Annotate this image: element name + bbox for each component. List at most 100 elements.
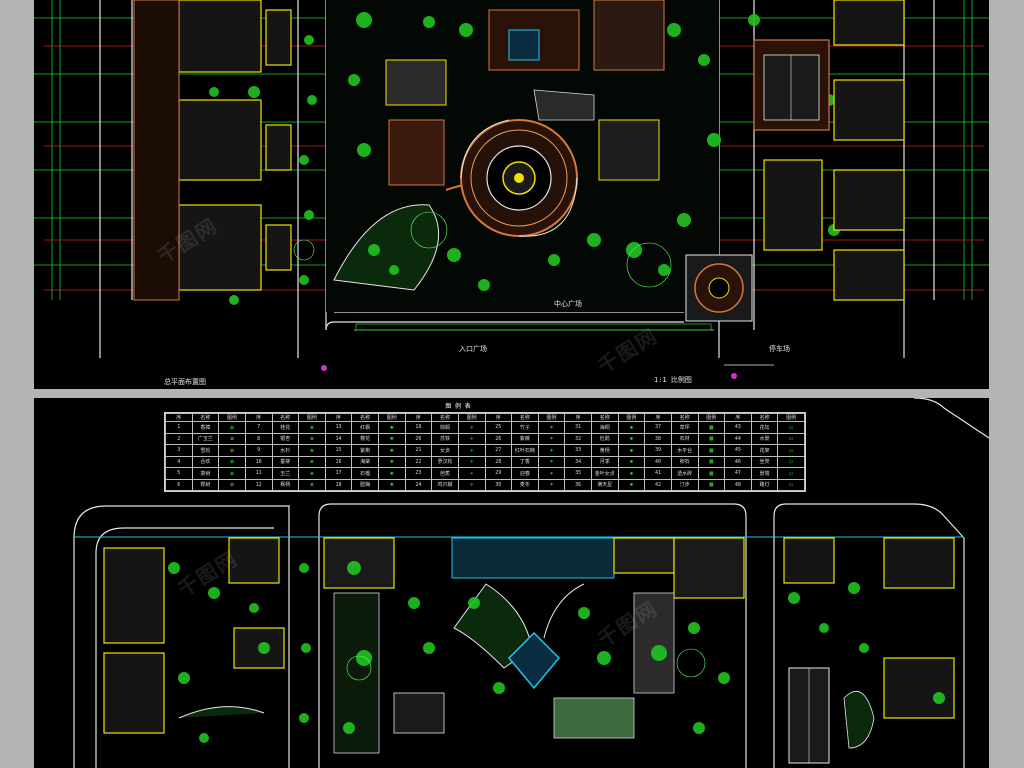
legend-header-cell: 图例 bbox=[298, 413, 326, 422]
legend-cell: 月季 bbox=[591, 455, 619, 468]
legend-symbol-cell: ✹ bbox=[617, 478, 646, 491]
legend-cell: 路灯 bbox=[750, 478, 779, 491]
legend-cell: 玉兰 bbox=[271, 467, 300, 480]
legend-symbol-cell: ✳ bbox=[457, 467, 486, 480]
legend-header-cell: 图例 bbox=[697, 413, 726, 422]
legend-cell: 38 bbox=[644, 432, 672, 445]
legend-cell: 黄杨 bbox=[591, 444, 619, 457]
legend-cell: 11 bbox=[244, 467, 273, 480]
legend-cell: 麦冬 bbox=[511, 478, 539, 491]
legend-cell: 红叶石楠 bbox=[511, 444, 539, 457]
legend-symbol-cell: ❀ bbox=[298, 444, 326, 457]
legend-cell: 13 bbox=[324, 421, 353, 434]
legend-symbol-cell: ▭ bbox=[777, 467, 805, 480]
legend-symbol-cell: ✹ bbox=[617, 444, 646, 457]
legend-cell: 棕榈 bbox=[431, 421, 459, 434]
legend-cell: 景墙 bbox=[750, 467, 779, 480]
legend-symbol-cell: ✺ bbox=[378, 444, 406, 457]
legend-symbol-cell: ▭ bbox=[777, 432, 805, 445]
top-label-plaza: 中心广场 bbox=[554, 300, 582, 308]
legend-cell: 1 bbox=[165, 421, 193, 434]
legend-symbol-cell: ✹ bbox=[617, 455, 646, 468]
legend-cell: 48 bbox=[724, 478, 752, 491]
legend-cell: 海棠 bbox=[351, 455, 379, 468]
legend-symbol-cell: ✺ bbox=[378, 432, 406, 445]
legend-cell: 20 bbox=[404, 432, 433, 445]
top-label-parking: 停车场 bbox=[769, 345, 790, 353]
legend-header-cell: 名称 bbox=[591, 413, 619, 422]
plant-legend-table: 序名称图例序名称图例序名称图例序名称图例序名称图例序名称图例序名称图例序名称图例… bbox=[164, 412, 806, 492]
legend-cell: 46 bbox=[724, 455, 752, 468]
legend-cell: 26 bbox=[484, 432, 513, 445]
legend-cell: 7 bbox=[244, 421, 273, 434]
bottom-drawing-panel: 图 例 表 序名称图例序名称图例序名称图例序名称图例序名称图例序名称图例序名称图… bbox=[34, 398, 989, 768]
legend-symbol-cell: ✳ bbox=[457, 421, 486, 434]
legend-cell: 雪松 bbox=[191, 444, 220, 457]
legend-header-cell: 序 bbox=[324, 413, 353, 422]
legend-header-cell: 序 bbox=[404, 413, 433, 422]
legend-cell: 枫杨 bbox=[271, 478, 300, 491]
legend-header-cell: 图例 bbox=[378, 413, 406, 422]
legend-cell: 透水砖 bbox=[670, 467, 699, 480]
legend-cell: 金叶女贞 bbox=[591, 467, 619, 480]
legend-cell: 22 bbox=[404, 455, 433, 468]
legend-symbol-cell: ▦ bbox=[697, 444, 726, 457]
legend-symbol-cell: ▦ bbox=[697, 432, 726, 445]
legend-symbol-cell: ▭ bbox=[777, 444, 805, 457]
legend-cell: 栾树 bbox=[191, 467, 220, 480]
legend-symbol-cell: ▦ bbox=[697, 467, 726, 480]
legend-cell: 40 bbox=[644, 455, 672, 468]
legend-cell: 草坪 bbox=[670, 421, 699, 434]
legend-cell: 腊梅 bbox=[351, 478, 379, 491]
legend-symbol-cell: ✶ bbox=[537, 421, 566, 434]
legend-cell: 红枫 bbox=[351, 421, 379, 434]
legend-cell: 水杉 bbox=[271, 444, 300, 457]
legend-cell: 41 bbox=[644, 467, 672, 480]
legend-cell: 37 bbox=[644, 421, 672, 434]
legend-symbol-cell: ▭ bbox=[777, 455, 805, 468]
legend-symbol-cell: ✹ bbox=[617, 432, 646, 445]
legend-cell: 满天星 bbox=[591, 478, 619, 491]
legend-cell: 17 bbox=[324, 467, 353, 480]
legend-header-cell: 名称 bbox=[351, 413, 379, 422]
legend-cell: 30 bbox=[484, 478, 513, 491]
legend-header-cell: 序 bbox=[564, 413, 592, 422]
legend-cell: 榉树 bbox=[191, 478, 220, 491]
legend-header-cell: 名称 bbox=[191, 413, 220, 422]
legend-title: 图 例 表 bbox=[445, 403, 471, 410]
legend-cell: 紫薇 bbox=[511, 432, 539, 445]
legend-cell: 6 bbox=[165, 478, 193, 491]
legend-cell: 芭蕉 bbox=[431, 467, 459, 480]
legend-symbol-cell: ▭ bbox=[777, 421, 805, 434]
legend-symbol-cell: ❀ bbox=[298, 467, 326, 480]
legend-cell: 43 bbox=[724, 421, 752, 434]
legend-cell: 银杏 bbox=[271, 432, 300, 445]
legend-cell: 8 bbox=[244, 432, 273, 445]
legend-cell: 39 bbox=[644, 444, 672, 457]
legend-symbol-cell: ✺ bbox=[378, 421, 406, 434]
legend-header-cell: 序 bbox=[484, 413, 513, 422]
legend-cell: 女贞 bbox=[431, 444, 459, 457]
legend-cell: 42 bbox=[644, 478, 672, 491]
legend-symbol-cell: ✺ bbox=[378, 455, 406, 468]
legend-header-cell: 图例 bbox=[537, 413, 566, 422]
legend-symbol-cell: ✿ bbox=[218, 421, 246, 434]
plant-layout-drawing bbox=[73, 398, 989, 768]
legend-cell: 34 bbox=[564, 455, 592, 468]
legend-cell: 12 bbox=[244, 478, 273, 491]
legend-header-cell: 图例 bbox=[457, 413, 486, 422]
legend-cell: 32 bbox=[564, 432, 592, 445]
legend-symbol-cell: ▦ bbox=[697, 478, 726, 491]
legend-header-cell: 序 bbox=[724, 413, 752, 422]
legend-symbol-cell: ❀ bbox=[298, 478, 326, 491]
legend-symbol-cell: ✿ bbox=[218, 478, 246, 491]
legend-header-cell: 序 bbox=[244, 413, 273, 422]
legend-header-cell: 名称 bbox=[271, 413, 300, 422]
top-caption-right: 1:1 比例图 bbox=[654, 376, 692, 384]
legend-cell: 23 bbox=[404, 467, 433, 480]
legend-cell: 垂柳 bbox=[271, 455, 300, 468]
legend-cell: 桂花 bbox=[271, 421, 300, 434]
